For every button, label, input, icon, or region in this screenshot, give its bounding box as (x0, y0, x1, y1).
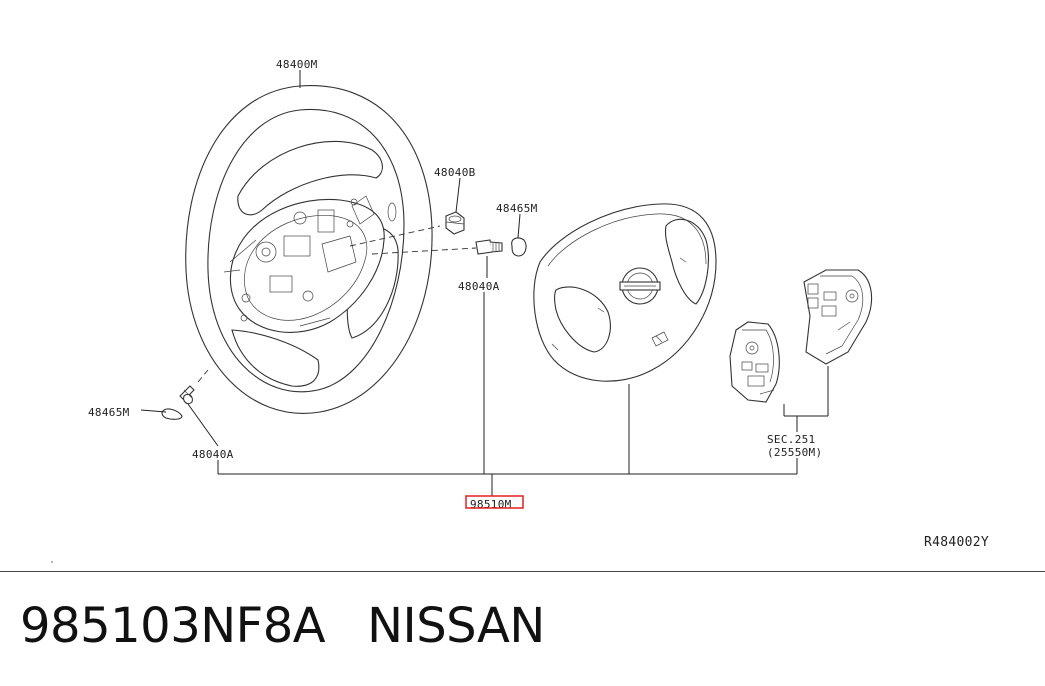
footer-caption: 985103NF8A NISSAN (20, 598, 545, 654)
highlight-box-98510m (465, 495, 524, 509)
cap-top-drawing (511, 237, 527, 257)
cap-left-drawing (161, 408, 183, 420)
label-sec-251: SEC.251 (767, 433, 815, 446)
separator-line (0, 571, 1045, 572)
part-number: 985103NF8A (20, 598, 326, 654)
label-98510m: 98510M (470, 498, 512, 511)
label-48040b: 48040B (434, 166, 476, 179)
leader-lines (140, 70, 829, 496)
label-48465m-left: 48465M (88, 406, 130, 419)
label-48040a-right: 48040A (458, 280, 500, 293)
parts-diagram: 48400M 48040B 48465M 48040A 48465M 48040… (51, 58, 989, 563)
bolt-left-drawing (179, 385, 195, 405)
label-48465m-top: 48465M (496, 202, 538, 215)
steering-wheel-drawing (185, 85, 433, 414)
label-25550m: (25550M) (767, 446, 822, 459)
bolt-right-drawing (475, 239, 503, 255)
label-48400m: 48400M (276, 58, 318, 71)
airbag-module-drawing (533, 203, 717, 382)
switch-right-drawing (803, 269, 873, 365)
nut-drawing (445, 211, 465, 235)
brand-name: NISSAN (367, 598, 545, 654)
reference-code: R484002Y (924, 535, 989, 550)
label-48040a-left: 48040A (192, 448, 234, 461)
switch-left-drawing (729, 321, 780, 403)
